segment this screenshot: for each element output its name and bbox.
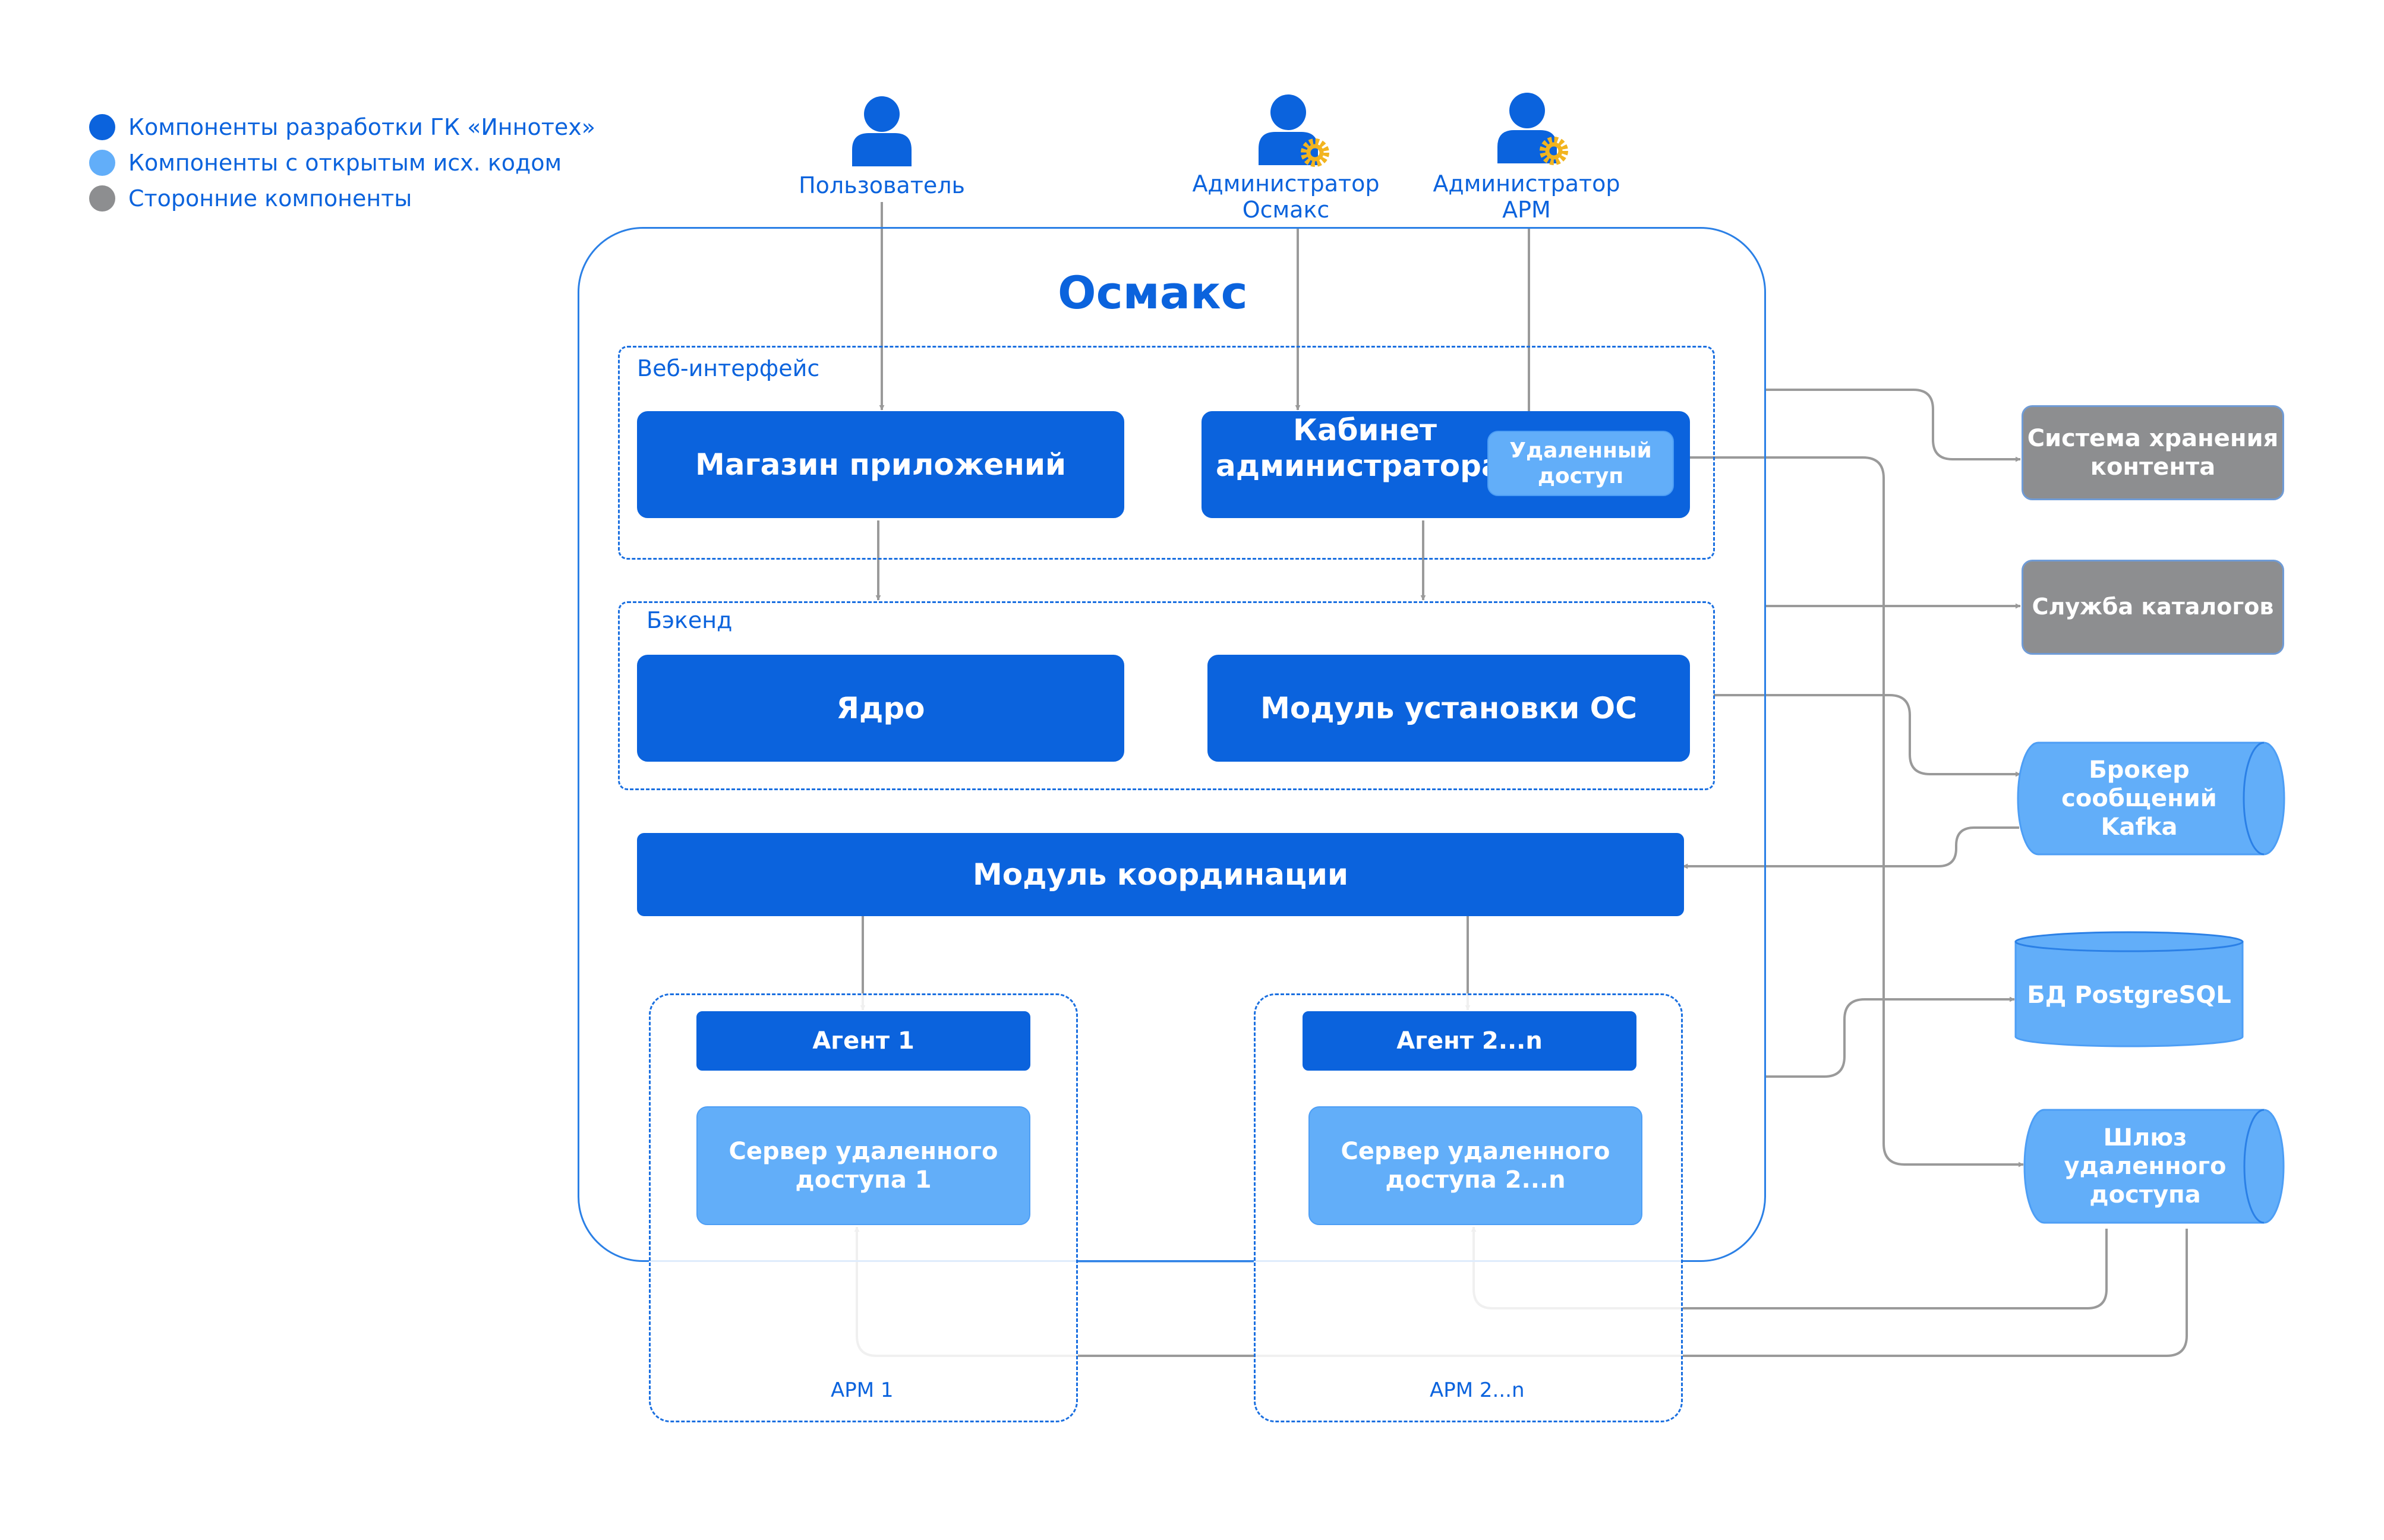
core-box[interactable]: Ядро (637, 655, 1124, 762)
coordination-module-box[interactable]: Модуль координации (637, 833, 1684, 916)
actor-admin-arm-line1: Администратор (1433, 171, 1620, 197)
legend-label-thirdparty: Сторонние компоненты (128, 185, 412, 212)
osmaks-system-frame (578, 227, 1766, 1262)
arm1-label: АРМ 1 (831, 1378, 894, 1402)
legend-label-opensource: Компоненты с открытым исх. кодом (128, 150, 562, 176)
postgres-cylinder (2014, 931, 2244, 1047)
admin-cabinet-line1: Кабинет (1293, 413, 1437, 447)
user-icon-body (852, 133, 912, 166)
arm2-label: АРМ 2...n (1430, 1378, 1525, 1402)
remote-access-line1: Удаленный (1509, 438, 1652, 463)
remote-gateway-label[interactable]: Шлюз удаленного доступа (2038, 1110, 2252, 1223)
gear-icon (1540, 137, 1568, 165)
app-store-box[interactable]: Магазин приложений (637, 411, 1124, 518)
catalog-service-box[interactable]: Служба каталогов (2022, 560, 2284, 655)
arrow-osmaks-to-postgres (1766, 996, 2015, 1078)
gear-icon-ring (1306, 144, 1324, 162)
gear-icon-teeth (1301, 138, 1329, 167)
web-interface-frame (618, 346, 1715, 560)
actor-admin-osmaks-label: Администратор Осмакс (1192, 171, 1379, 223)
kafka-broker-line1: Брокер (2089, 756, 2190, 784)
remote-access-line2: доступ (1537, 464, 1624, 488)
gear-icon (1301, 138, 1329, 167)
remote-server2-box[interactable]: Сервер удаленного доступа 2...n (1308, 1106, 1642, 1225)
kafka-cylinder-cap (2243, 741, 2265, 856)
legend-dot-inhouse (89, 114, 115, 140)
web-interface-label: Веб-интерфейс (637, 355, 820, 381)
admin-cabinet-line2: администратора (1216, 449, 1502, 483)
kafka-broker-line3: Kafka (2101, 813, 2178, 841)
arrow-kafka-to-coord (1682, 826, 2019, 869)
remote-gateway-line2: удаленного (2064, 1153, 2227, 1180)
remote-gateway-line1: Шлюз (2103, 1124, 2187, 1151)
gateway-cylinder-cap (2243, 1109, 2265, 1224)
backend-label: Бэкенд (647, 607, 733, 633)
system-title: Осмакс (1058, 266, 1248, 319)
agent1-box[interactable]: Агент 1 (696, 1011, 1030, 1071)
remote-server1-box[interactable]: Сервер удаленного доступа 1 (696, 1106, 1030, 1225)
gateway-cylinder (2023, 1109, 2285, 1224)
actor-admin-osmaks-line2: Осмакс (1242, 197, 1330, 223)
gear-icon-ring (1545, 142, 1563, 160)
arrow-os-install-to-kafka (1714, 694, 2021, 777)
legend-dot-opensource (89, 150, 115, 176)
postgres-cylinder-top (2014, 931, 2244, 952)
backend-frame (618, 601, 1715, 790)
gear-icon-teeth (1540, 137, 1568, 165)
remote-server1-line2: доступа 1 (795, 1166, 932, 1194)
postgres-cylinder-body (2014, 941, 2244, 1047)
postgres-db-label[interactable]: БД PostgreSQL (2027, 982, 2231, 1009)
content-storage-line2: контента (2090, 453, 2216, 481)
kafka-cylinder (2017, 741, 2285, 856)
legend-dot-thirdparty (89, 185, 115, 212)
agent2-box[interactable]: Агент 2...n (1303, 1011, 1636, 1071)
remote-gateway-line3: доступа (2089, 1181, 2201, 1208)
user-icon-head (864, 96, 900, 132)
content-storage-line1: Система хранения (2027, 425, 2279, 452)
kafka-broker-line2: сообщений (2061, 785, 2217, 812)
user-icon (852, 96, 912, 166)
arrow-osmaks-to-storage (1766, 389, 2021, 462)
kafka-broker-label[interactable]: Брокер сообщений Kafka (2032, 743, 2246, 854)
admin-arm-icon (1497, 93, 1568, 165)
actor-user-label: Пользователь (799, 172, 965, 198)
actor-admin-arm-label: Администратор АРМ (1433, 171, 1620, 223)
os-install-module-box[interactable]: Модуль установки ОС (1207, 655, 1690, 762)
admin-arm-icon-head (1509, 93, 1545, 128)
actor-admin-arm-line2: АРМ (1502, 197, 1551, 223)
arrow-remote-to-gateway (1684, 456, 2024, 1167)
admin-osmaks-icon (1259, 94, 1329, 167)
admin-osmaks-icon-head (1270, 94, 1306, 130)
remote-server2-line1: Сервер удаленного (1341, 1138, 1610, 1165)
remote-server2-line2: доступа 2...n (1385, 1166, 1566, 1194)
legend-label-inhouse: Компоненты разработки ГК «Иннотех» (128, 114, 595, 140)
content-storage-box[interactable]: Система хранения контента (2022, 405, 2284, 500)
remote-server1-line1: Сервер удаленного (729, 1138, 998, 1165)
actor-admin-osmaks-line1: Администратор (1192, 171, 1380, 197)
remote-access-box[interactable]: Удаленный доступ (1487, 431, 1674, 496)
